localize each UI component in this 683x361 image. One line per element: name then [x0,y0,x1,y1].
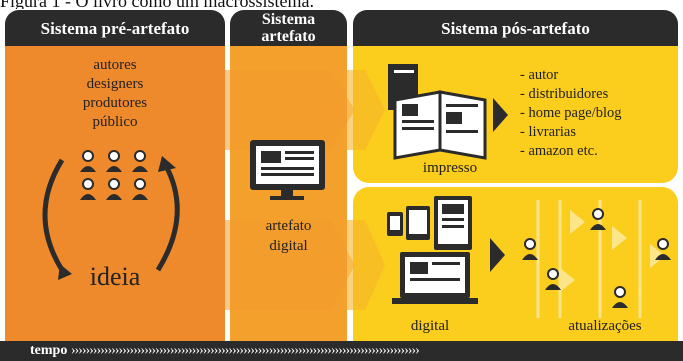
people-group-icon [80,150,148,200]
flow-arrow-bottom [225,220,355,310]
flow-arrow-post-bottom [347,220,385,310]
updates-chevrons [560,210,665,292]
timeline-label: tempo [30,343,68,358]
person-icon-5 [108,178,120,190]
cycle-arrowhead-right [158,156,176,172]
pre-roles-list: autores designers produtores público [5,56,225,132]
monitor-icon [250,140,325,200]
person-icon-1 [82,150,94,162]
distribution-item-livrarias: livrarias [520,123,680,142]
pre-artifact-panel [5,46,225,341]
role-produtores: produtores [82,95,148,111]
person-icon-6 [134,178,146,190]
header-artifact-label: Sistema artefato [261,11,316,45]
role-autores: autores [93,57,137,73]
role-publico: público [92,114,138,130]
devices-icon [387,196,478,304]
cycle-arrow-left-icon [42,158,65,272]
distribution-item-autor: autor [520,66,680,85]
updates-label: atualizações [568,318,642,334]
cycle-arrow-right-icon [155,164,180,272]
figure-caption: Figura 1 - O livro como um macrossistema… [0,0,683,9]
printed-label: impresso [422,160,478,176]
distribution-item-amazon: amazon etc. [520,142,680,161]
digital-label: digital [410,318,450,334]
book-icon [388,64,487,160]
header-artifact: Sistema artefato [230,10,347,46]
timeline-bar: tempo ››››››››››››››››››››››››››››››››››… [0,341,683,361]
play-arrow-icon-bottom [490,238,505,272]
digital-artifact-label: artefato digital [230,216,347,256]
play-arrow-icon-top [493,98,508,132]
person-icon-2 [108,150,120,162]
updates-lines [536,200,642,318]
updates-people-icon [522,208,671,308]
role-designers: designers [86,76,144,92]
idea-label: ideia [89,262,141,291]
timeline-chevrons: ››››››››››››››››››››››››››››››››››››››››… [70,343,420,358]
header-post-artifact: Sistema pós-artefato [353,10,678,46]
artifact-label-line2: digital [269,238,308,254]
header-pre-artifact: Sistema pré-artefato [5,10,225,46]
distribution-list: autor distribuidores home page/blog livr… [520,66,680,161]
flow-arrow-top [225,70,355,150]
person-icon-4 [82,178,94,190]
person-icon-3 [134,150,146,162]
distribution-item-homepage: home page/blog [520,104,680,123]
artifact-label-line1: artefato [265,218,312,234]
flow-arrow-post-top [347,70,385,150]
distribution-item-distribuidores: distribuidores [520,85,680,104]
cycle-arrowhead-left [58,264,72,280]
